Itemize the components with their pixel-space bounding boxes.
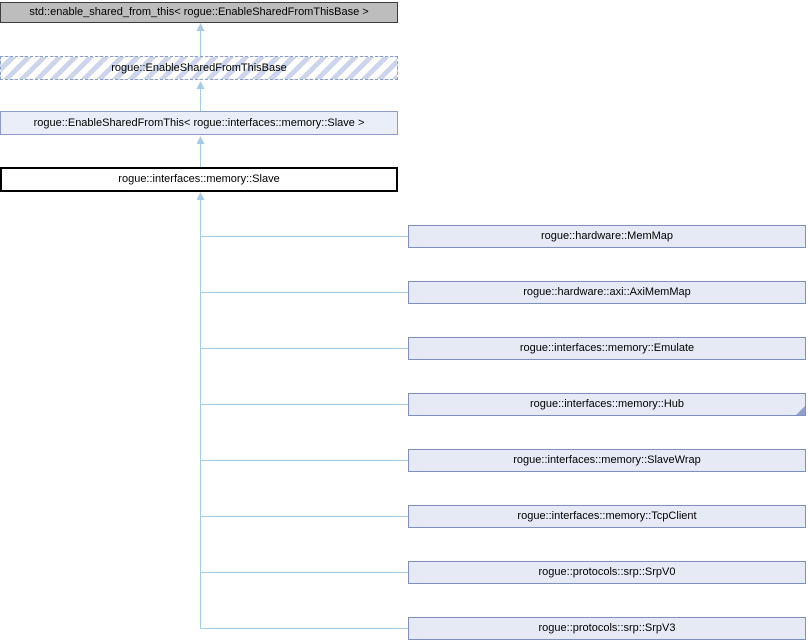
node-label: rogue::interfaces::memory::Hub — [529, 398, 685, 410]
node-srp-srpv0[interactable]: rogue::protocols::srp::SrpV0 — [408, 561, 806, 584]
node-label: rogue::EnableSharedFromThisBase — [111, 61, 287, 74]
node-label: rogue::interfaces::memory::Slave — [118, 173, 280, 185]
node-enable-shared-from-this-base: rogue::EnableSharedFromThisBase — [0, 56, 398, 80]
node-label: std::enable_shared_from_this< rogue::Ena… — [29, 6, 369, 18]
node-hardware-memmap[interactable]: rogue::hardware::MemMap — [408, 225, 806, 248]
node-label: rogue::interfaces::memory::TcpClient — [517, 510, 697, 522]
node-label: rogue::hardware::MemMap — [540, 230, 674, 242]
node-memory-slave-current: rogue::interfaces::memory::Slave — [0, 167, 398, 192]
node-hardware-axi-aximemmap[interactable]: rogue::hardware::axi::AxiMemMap — [408, 281, 806, 304]
node-std-enable-shared-from-this: std::enable_shared_from_this< rogue::Ena… — [0, 2, 398, 23]
graph-truncated-marker — [796, 406, 805, 415]
node-label: rogue::hardware::axi::AxiMemMap — [523, 286, 691, 298]
node-label: rogue::interfaces::memory::Emulate — [519, 342, 695, 354]
node-label: rogue::EnableSharedFromThis< rogue::inte… — [33, 116, 365, 129]
node-enable-shared-from-this-slave[interactable]: rogue::EnableSharedFromThis< rogue::inte… — [0, 111, 398, 135]
node-srp-srpv3[interactable]: rogue::protocols::srp::SrpV3 — [408, 617, 806, 640]
node-memory-slavewrap[interactable]: rogue::interfaces::memory::SlaveWrap — [408, 449, 806, 472]
node-memory-hub[interactable]: rogue::interfaces::memory::Hub — [408, 393, 806, 416]
node-label: rogue::protocols::srp::SrpV3 — [538, 622, 676, 634]
node-label: rogue::protocols::srp::SrpV0 — [538, 566, 676, 578]
node-memory-emulate[interactable]: rogue::interfaces::memory::Emulate — [408, 337, 806, 360]
node-memory-tcpclient[interactable]: rogue::interfaces::memory::TcpClient — [408, 505, 806, 528]
node-label: rogue::interfaces::memory::SlaveWrap — [513, 454, 701, 466]
